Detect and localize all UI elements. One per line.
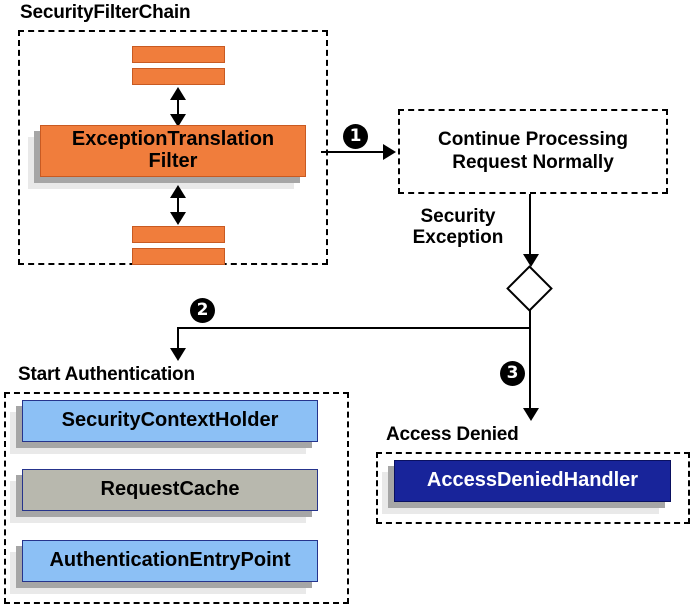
filter-bar-bottom-2[interactable]: [132, 248, 225, 265]
edge-three-arrowhead: [523, 408, 539, 421]
filter-link-line-top: [177, 96, 179, 118]
filter-link-arrow-down-top: [170, 114, 186, 127]
component-security-context-holder[interactable]: SecurityContextHolder: [22, 400, 318, 442]
filter-link-arrow-up-bottom: [170, 185, 186, 198]
exception-translation-filter[interactable]: ExceptionTranslation Filter: [40, 125, 306, 177]
edge-two-arrowhead: [170, 348, 186, 361]
filter-bar-top-1[interactable]: [132, 46, 225, 63]
filter-bar-top-2[interactable]: [132, 68, 225, 85]
step-badge-3: 3: [500, 361, 525, 386]
access-denied-group: [376, 452, 690, 524]
component-access-denied-handler[interactable]: AccessDeniedHandler: [394, 460, 671, 502]
edge-three-line: [529, 310, 531, 410]
security-exception-arrowhead: [523, 254, 539, 267]
edge-one-line: [321, 151, 384, 153]
security-exception-line: [529, 194, 531, 257]
filter-bar-bottom-1[interactable]: [132, 226, 225, 243]
step-badge-2: 2: [190, 298, 215, 323]
edge-two-horizontal: [177, 327, 531, 329]
access-denied-title: Access Denied: [386, 424, 519, 445]
edge-two-vertical-to-auth: [177, 327, 179, 351]
security-exception-label: Security Exception: [412, 206, 504, 249]
filter-link-arrow-down-bottom: [170, 212, 186, 225]
filter-link-line-bottom: [177, 194, 179, 216]
step-badge-1: 1: [343, 124, 368, 149]
continue-processing-box[interactable]: Continue Processing Request Normally: [398, 109, 668, 194]
component-authentication-entry-point[interactable]: AuthenticationEntryPoint: [22, 540, 318, 582]
decision-diamond[interactable]: [506, 265, 553, 312]
component-request-cache[interactable]: RequestCache: [22, 469, 318, 511]
start-authentication-title: Start Authentication: [18, 364, 195, 385]
start-authentication-group: [4, 392, 349, 604]
filter-link-arrow-up-top: [170, 87, 186, 100]
edge-one-arrowhead: [383, 144, 396, 160]
security-filter-chain-title: SecurityFilterChain: [20, 2, 191, 23]
